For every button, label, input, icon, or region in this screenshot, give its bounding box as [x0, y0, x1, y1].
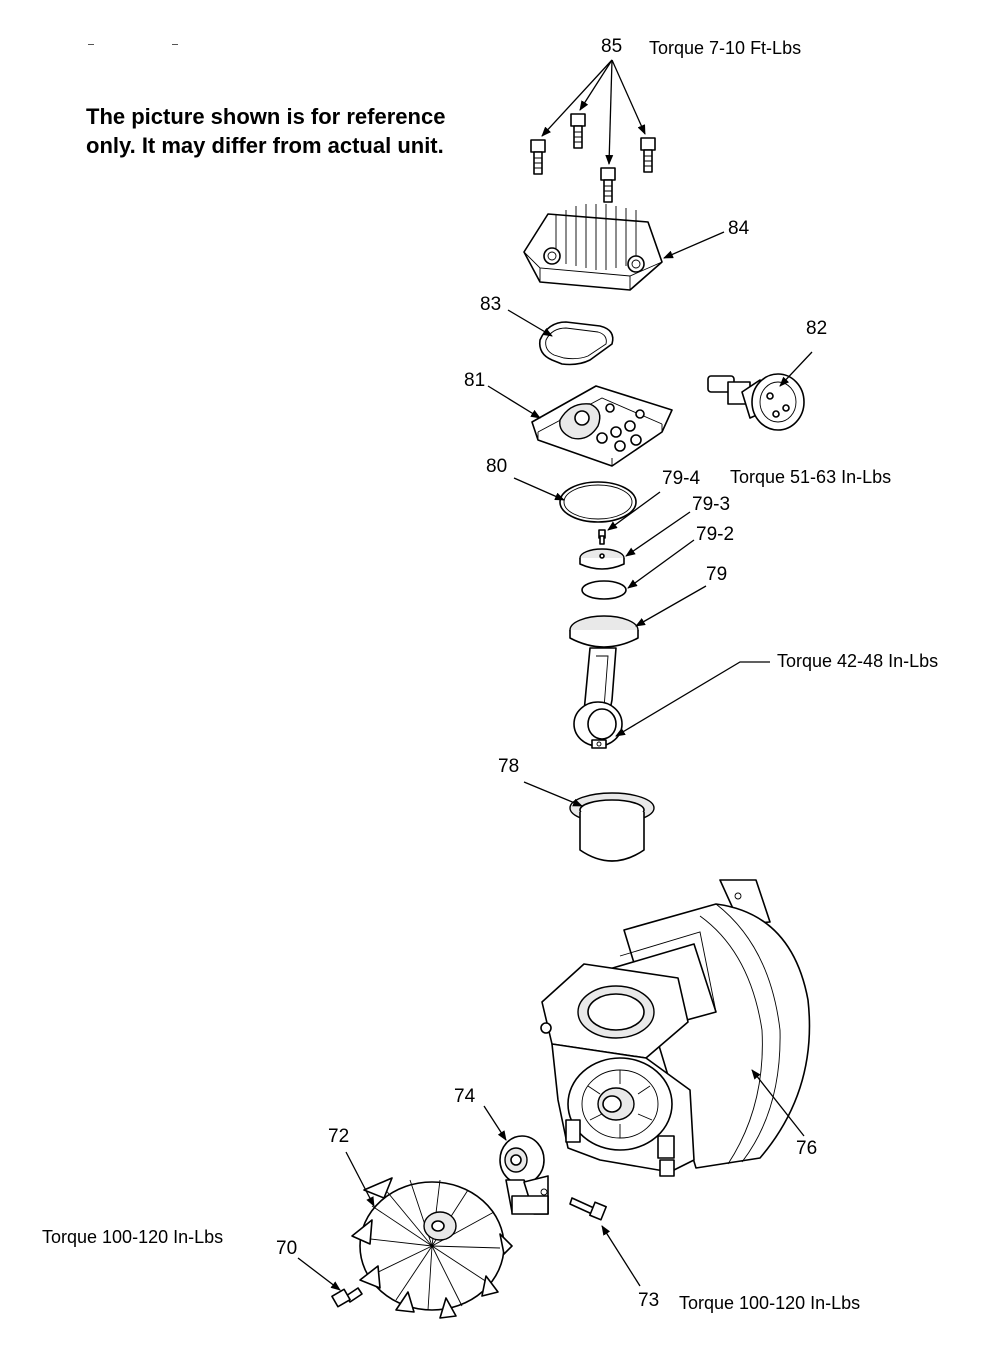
motor-crankcase-76 [540, 879, 811, 1177]
part-label-72: 72 [328, 1126, 350, 1147]
bolt-73 [569, 1197, 641, 1287]
cylinder-head-84 [523, 204, 725, 291]
stray-tick-mark [88, 44, 94, 45]
cylinder-sleeve-78 [523, 781, 655, 862]
eccentric-74 [483, 1105, 549, 1215]
part-label-85: 85 [601, 36, 623, 57]
torque-spec-70: Torque 100-120 In-Lbs [42, 1227, 224, 1247]
bolt-70 [297, 1257, 363, 1308]
o-ring-80 [513, 477, 637, 523]
part-label-83: 83 [480, 294, 502, 315]
part-label-79-2: 79-2 [696, 524, 735, 545]
torque-spec-73: Torque 100-120 In-Lbs [679, 1293, 861, 1313]
part-label-78: 78 [498, 756, 520, 777]
reference-note-line-2: only. It may differ from actual unit. [86, 133, 444, 158]
torque-spec-85: Torque 7-10 Ft-Lbs [649, 38, 802, 58]
disc-79-2 [581, 539, 695, 600]
screw-79-4 [598, 491, 661, 545]
reference-note-line-1: The picture shown is for reference [86, 104, 446, 129]
valve-plate-81 [487, 385, 673, 467]
fan-72 [345, 1151, 513, 1319]
retainer-79-3 [579, 511, 691, 570]
part-label-84: 84 [728, 218, 750, 239]
part-label-80: 80 [486, 456, 508, 477]
part-label-79-3: 79-3 [692, 494, 731, 515]
torque-spec-79: Torque 42-48 In-Lbs [777, 651, 939, 671]
part-label-79-4: 79-4 [662, 468, 701, 489]
torque-spec-82: Torque 51-63 In-Lbs [730, 467, 892, 487]
head-gasket-83 [507, 309, 614, 366]
part-label-82: 82 [806, 318, 828, 339]
head-bolts-85 [530, 59, 656, 203]
part-label-76: 76 [796, 1138, 818, 1159]
part-82 [707, 351, 813, 431]
part-label-74: 74 [454, 1086, 476, 1107]
stray-tick-mark [172, 44, 178, 45]
part-label-79: 79 [706, 564, 728, 585]
reference-note: The picture shown is for reference only.… [86, 102, 445, 160]
part-label-73: 73 [638, 1290, 660, 1311]
connecting-rod-79 [569, 585, 770, 749]
part-label-81: 81 [464, 370, 486, 391]
part-label-70: 70 [276, 1238, 298, 1259]
